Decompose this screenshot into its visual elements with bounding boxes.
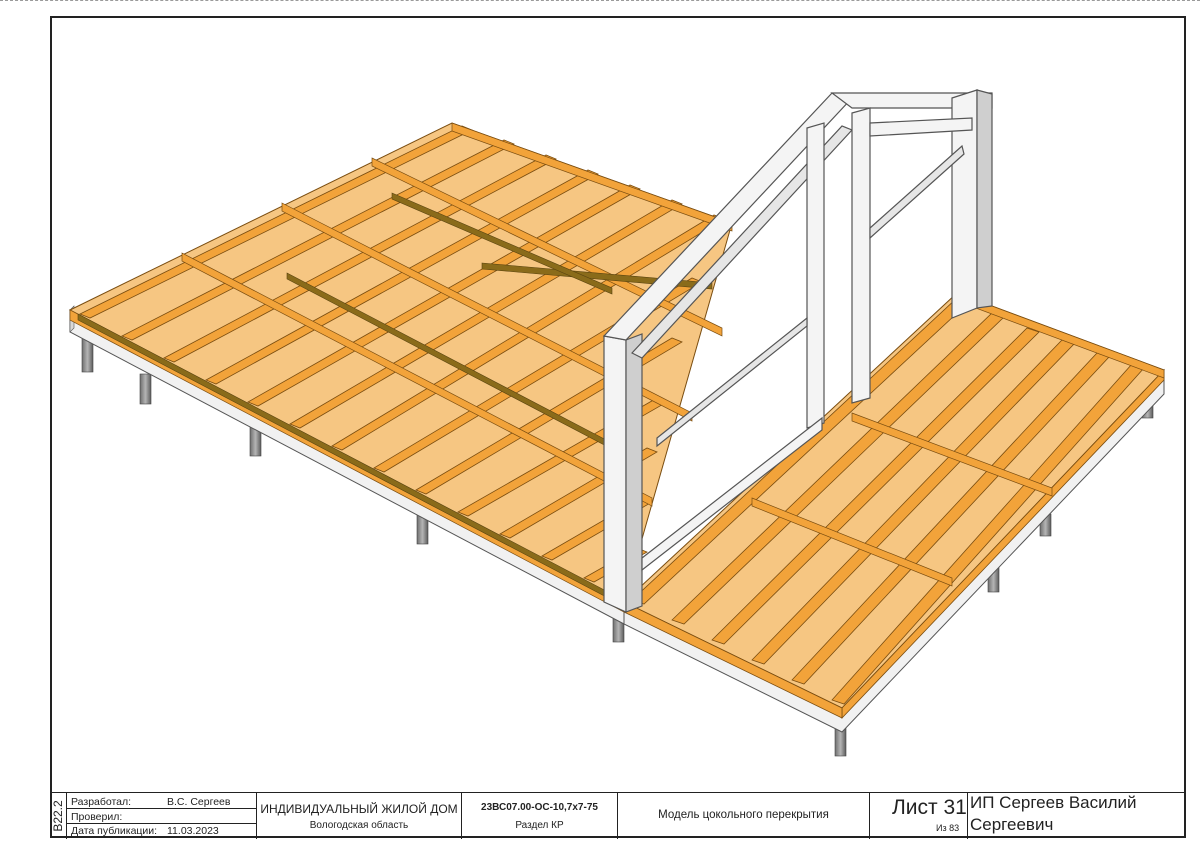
gable-wall-frame [602,89,993,613]
developed-label: Разработал: [71,796,132,808]
dark-beams [77,192,713,601]
sheet-label: Лист 31 [892,796,967,819]
project-title: ИНДИВИДУАЛЬНЫЙ ЖИЛОЙ ДОМ [260,802,458,816]
developed-by: В.С. Сергеев [167,796,231,808]
company-cell: ИП Сергеев Василий Сергеевич [968,793,1186,839]
section: Раздел КР [515,820,564,831]
pile [139,373,152,405]
drawing-name: Модель цокольного перекрытия [658,809,829,821]
top-cut-line [0,0,1200,1]
project-code: 23ВС07.00-ОС-10,7х7-75 [481,802,598,813]
project-cell: ИНДИВИДУАЛЬНЫЙ ЖИЛОЙ ДОМ Вологодская обл… [257,793,462,839]
drawing-name-cell: Модель цокольного перекрытия [618,793,870,839]
sheet-total: Из 83 [936,823,960,833]
title-block: В22.2 Разработал: В.С. Сергеев Проверил:… [50,792,1186,839]
published-date: 11.03.2023 [167,825,219,837]
floor-model-drawing [52,18,1184,792]
company-line1: ИП Сергеев Василий [970,793,1137,812]
checked-label: Проверил: [71,811,123,823]
published-label: Дата публикации: [71,825,158,837]
company-line2: Сергеевич [970,815,1054,834]
right-blocking [751,292,1165,587]
sheet-frame [50,16,1186,838]
right-joists [623,297,1165,719]
region: Вологодская область [309,820,409,831]
sheet-number-cell: Лист 31 Из 83 [870,793,968,839]
code-cell: 23ВС07.00-ОС-10,7х7-75 Раздел КР [462,793,618,839]
sheet-code: В22.2 [51,800,65,832]
signatures-cell: Разработал: В.С. Сергеев Проверил: Дата … [67,793,257,839]
sheet-code-cell: В22.2 [50,793,67,839]
